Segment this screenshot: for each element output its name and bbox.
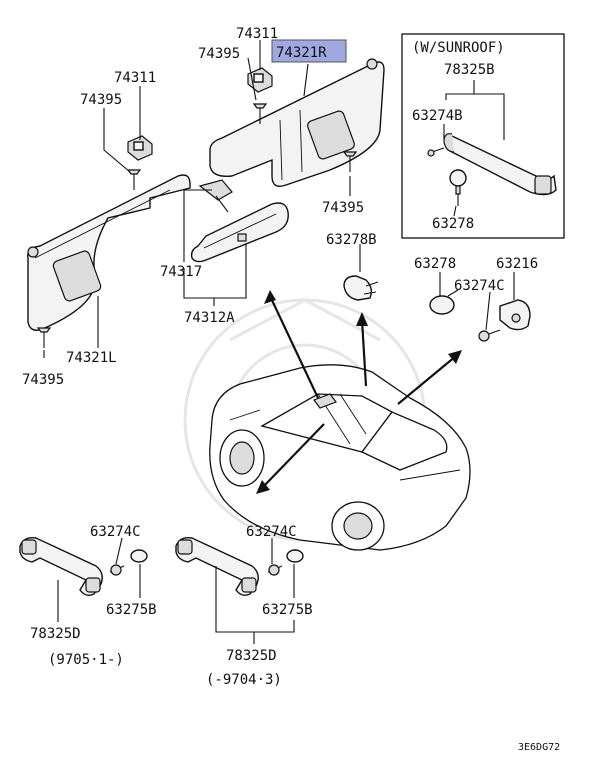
screw-74395-bottom bbox=[36, 327, 52, 348]
label-74311-left: 74311 bbox=[114, 70, 156, 86]
screw-63274C-right bbox=[478, 329, 501, 342]
grab-handle-a bbox=[19, 536, 148, 597]
label-63274C-b: 63274C bbox=[246, 524, 297, 540]
car-illustration bbox=[209, 364, 471, 551]
sunroof-box bbox=[401, 33, 565, 239]
clip-63278B bbox=[343, 275, 379, 301]
label-74321R: 74321R bbox=[276, 45, 327, 61]
label-63216: 63216 bbox=[496, 256, 538, 272]
visor-holder-left bbox=[127, 135, 153, 161]
label-63278-box: 63278 bbox=[432, 216, 474, 232]
cap-63278 bbox=[429, 289, 459, 315]
bracket-63216 bbox=[499, 299, 531, 331]
label-date-a: (9705·1-) bbox=[48, 652, 124, 668]
label-74395-mid: 74395 bbox=[322, 200, 364, 216]
label-date-b: (-9704·3) bbox=[206, 672, 282, 688]
label-63274C-a: 63274C bbox=[90, 524, 141, 540]
label-74312A: 74312A bbox=[184, 310, 235, 326]
label-63274C-right: 63274C bbox=[454, 278, 505, 294]
rear-view-mirror bbox=[190, 179, 289, 263]
visor-holder-top bbox=[247, 67, 273, 93]
label-74395-bottom: 74395 bbox=[22, 372, 64, 388]
grab-handle-b bbox=[175, 536, 304, 597]
sun-visor-right bbox=[209, 58, 385, 188]
screw-74395-left bbox=[126, 169, 142, 190]
part-labels: 74311 74395 74321R 74311 74395 74395 743… bbox=[22, 26, 560, 753]
label-sunroof-note: (W/SUNROOF) bbox=[412, 40, 505, 56]
label-74395-left: 74395 bbox=[80, 92, 122, 108]
highlight-box-74321R bbox=[271, 39, 347, 63]
label-74317: 74317 bbox=[160, 264, 202, 280]
label-78325D-a: 78325D bbox=[30, 626, 81, 642]
label-63274B: 63274B bbox=[412, 108, 463, 124]
screw-74395-top bbox=[252, 103, 268, 124]
label-63275B-a: 63275B bbox=[106, 602, 157, 618]
label-74395-top: 74395 bbox=[198, 46, 240, 62]
pointer-arrows bbox=[256, 290, 462, 494]
label-63278: 63278 bbox=[414, 256, 456, 272]
label-74311-top: 74311 bbox=[236, 26, 278, 42]
sun-visor-left bbox=[27, 174, 191, 332]
leader-lines bbox=[43, 40, 515, 644]
label-78325B: 78325B bbox=[444, 62, 495, 78]
label-74321L: 74321L bbox=[66, 350, 117, 366]
screw-74395-mid bbox=[342, 151, 358, 172]
label-63278B: 63278B bbox=[326, 232, 377, 248]
label-63275B-b: 63275B bbox=[262, 602, 313, 618]
label-78325D-b: 78325D bbox=[226, 648, 277, 664]
diagram-code: 3E6DG72 bbox=[518, 742, 560, 753]
